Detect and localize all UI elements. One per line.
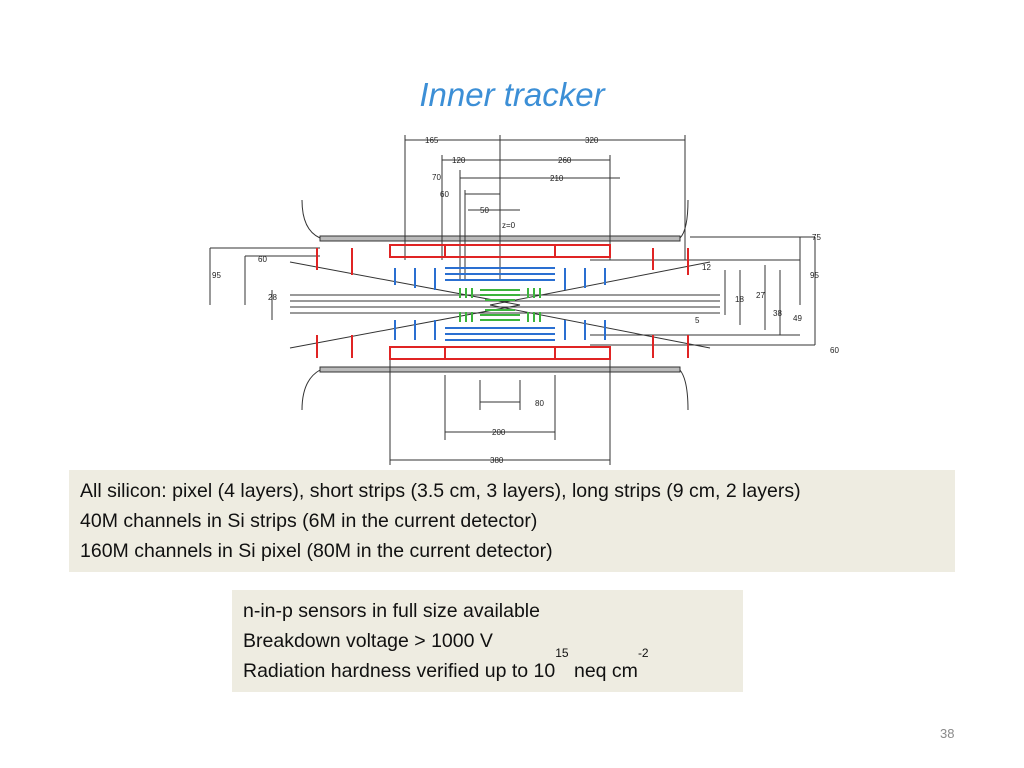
dim-320: 320 xyxy=(585,136,599,145)
dim-49: 49 xyxy=(793,314,802,323)
dim-380: 380 xyxy=(490,456,504,465)
dim-50: 50 xyxy=(480,206,489,215)
dim-28: 28 xyxy=(268,293,277,302)
dim-18: 18 xyxy=(735,295,744,304)
sensor-line-3-mid: neq cm xyxy=(568,660,638,682)
dim-120: 120 xyxy=(452,156,466,165)
long-strip-layers xyxy=(316,244,689,360)
dim-75: 75 xyxy=(812,233,821,242)
lower-support-tube xyxy=(319,366,681,373)
dim-60-right: 60 xyxy=(830,346,839,355)
dim-70: 70 xyxy=(432,173,441,182)
sensor-line-3-exp1: 15 xyxy=(555,646,569,660)
right-lower-flare xyxy=(679,369,689,411)
dim-95-left: 95 xyxy=(212,271,221,280)
sensor-info-box: n-in-p sensors in full size available Br… xyxy=(232,590,743,692)
slide-title: Inner tracker xyxy=(419,76,605,113)
sensor-line-3-exp2: -2 xyxy=(637,646,649,660)
summary-line-1: All silicon: pixel (4 layers), short str… xyxy=(80,480,801,502)
dim-95-right: 95 xyxy=(810,271,819,280)
tracker-diagram: 165 320 120 260 70 210 60 50 z=0 95 60 2… xyxy=(209,135,839,465)
dim-210: 210 xyxy=(550,174,564,183)
summary-line-3: 160M channels in Si pixel (80M in the cu… xyxy=(80,540,553,562)
left-upper-flare xyxy=(301,199,321,239)
dim-260: 260 xyxy=(558,156,572,165)
silicon-summary-box: All silicon: pixel (4 layers), short str… xyxy=(69,470,955,572)
dim-5: 5 xyxy=(695,316,700,325)
dim-60-top: 60 xyxy=(440,190,449,199)
left-lower-flare xyxy=(301,369,321,411)
pixel-layers xyxy=(459,288,541,322)
slide-number: 38 xyxy=(940,726,955,741)
sensor-line-3-prefix: Radiation hardness verified up to 10 xyxy=(243,660,556,682)
dim-165: 165 xyxy=(425,136,439,145)
dim-z0: z=0 xyxy=(502,221,516,230)
dim-27: 27 xyxy=(756,291,765,300)
dim-60-left: 60 xyxy=(258,255,267,264)
summary-line-2: 40M channels in Si strips (6M in the cur… xyxy=(80,510,538,532)
dim-12: 12 xyxy=(702,263,711,272)
sensor-line-1: n-in-p sensors in full size available xyxy=(243,600,540,622)
sensor-line-2: Breakdown voltage > 1000 V xyxy=(243,630,493,652)
dim-200: 200 xyxy=(492,428,506,437)
dim-80: 80 xyxy=(535,399,544,408)
right-upper-flare xyxy=(679,199,689,239)
sensor-line-3: Radiation hardness verified up to 1015 n… xyxy=(243,647,743,686)
dim-38: 38 xyxy=(773,309,782,318)
short-strip-layers xyxy=(394,267,606,341)
